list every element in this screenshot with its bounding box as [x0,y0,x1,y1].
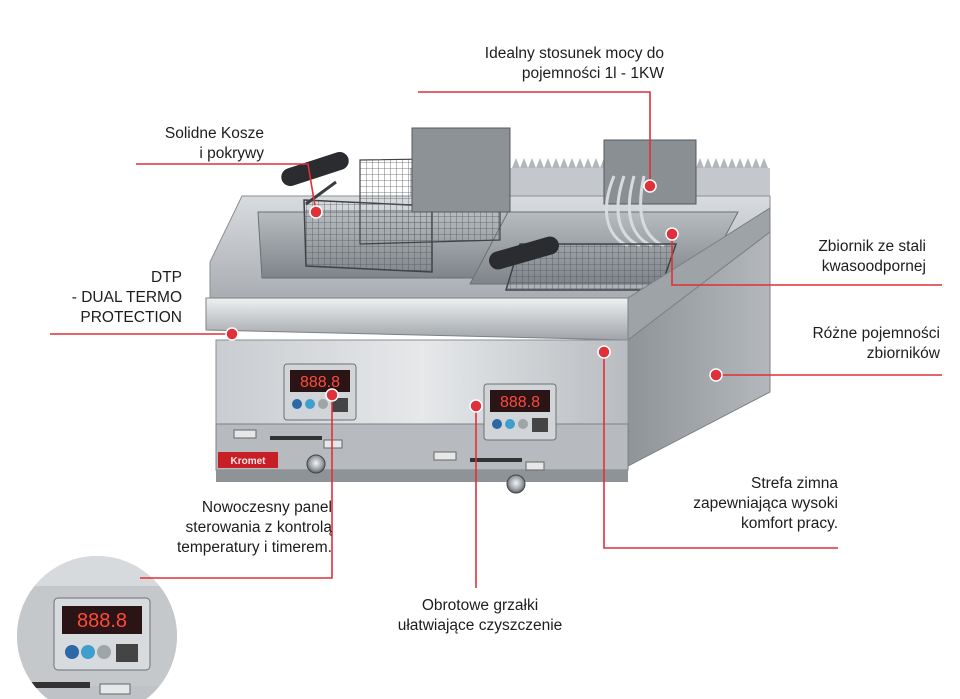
comb-tooth [736,158,744,168]
front-panel [215,339,629,425]
display-readout-left: 888.8 [300,374,340,391]
callout-tank: Zbiornik ze stali kwasoodpornej [818,238,926,275]
brand-plate-bg [218,452,278,468]
callout-marker [309,205,323,219]
comb-tooth [592,158,600,168]
comb-tooth [544,158,552,168]
callout-baskets: Solidne Kosze i pokrywy [164,125,264,162]
comb-tooth [696,158,704,168]
zoom-inset: 888.8 [17,556,177,699]
callout-marker [709,368,723,382]
callout-dtp: DTP - DUAL TERMO PROTECTION [71,269,182,326]
brand-plate: Kromet [230,456,266,467]
leader-power-ratio [418,91,651,186]
comb-tooth [520,158,528,168]
drain-controls [233,429,545,494]
display-readout-right: 888.8 [500,394,540,411]
front-lip [205,297,629,341]
control-panel-right: 888.8 [483,383,557,441]
callout-heaters: Obrotowe grzałki ułatwiające czyszczenie [397,597,563,634]
comb-tooth [568,158,576,168]
leader-baskets [136,163,317,213]
comb-tooth [760,158,768,168]
callout-marker [325,388,339,402]
leader-cold-zone [603,352,838,549]
comb-tooth [560,158,568,168]
leader-panel [140,395,333,579]
comb-tooth [528,158,536,168]
comb-tooth [704,158,712,168]
callout-marker [643,179,657,193]
callout-capacities: Różne pojemności zbiorników [812,325,940,362]
base-strip [216,470,628,482]
callout-cold-zone: Strefa zimna zapewniająca wysoki komfort… [693,475,838,532]
callout-power-ratio: Idealny stosunek mocy do pojemności 1l -… [484,45,664,82]
callout-markers [225,179,723,413]
zoom-display-readout: 888.8 [77,610,127,632]
comb-tooth [536,158,544,168]
callout-marker [469,399,483,413]
comb-tooth [744,158,752,168]
comb-tooth [752,158,760,168]
comb-tooth [512,158,520,168]
callout-marker [665,227,679,241]
comb-tooth [584,158,592,168]
right-basket [489,236,678,291]
callout-marker [597,345,611,359]
bottom-rail [215,423,629,471]
heater-elements [605,175,665,248]
comb-tooth [728,158,736,168]
comb-tooth [576,158,584,168]
leader-lines [50,91,942,588]
comb-tooth [552,158,560,168]
control-panel-left: 888.8 [283,363,357,421]
callout-panel: Nowoczesny panel sterowania z kontrolą t… [176,499,332,556]
left-lid [411,127,511,213]
comb-tooth [712,158,720,168]
leader-tank [671,234,942,286]
comb-tooth [720,158,728,168]
callout-marker [225,327,239,341]
